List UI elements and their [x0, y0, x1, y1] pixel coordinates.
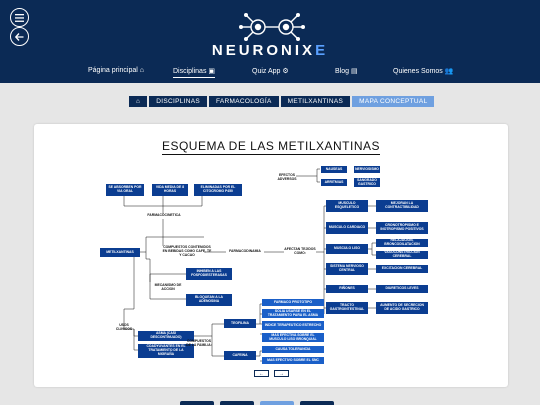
- breadcrumb-current: MAPA CONCEPTUAL: [352, 96, 435, 107]
- map-node: ELIMINADAS POR EL CITOCROMO P450: [194, 184, 242, 196]
- map-label: MECANISMO DE ACCION: [154, 283, 182, 291]
- map-node: INHIBEN A LAS FOSFODIESTERASAS: [186, 268, 232, 280]
- map-node: MEJORAN LA CONTRACTIBILIDAD: [376, 200, 428, 212]
- page-title: ESQUEMA DE LAS METILXANTINAS: [161, 139, 381, 155]
- bottom-tabs: [180, 401, 334, 405]
- concept-map-card: ESQUEMA DE LAS METILXANTINAS: [34, 124, 508, 387]
- brand-name[interactable]: NEURONIXE: [211, 42, 329, 59]
- neuron-logo-icon: [239, 13, 305, 41]
- map-node: CRONOTROPISMO E INOTROPISMO POSITIVOS: [376, 222, 428, 234]
- nav-quiz[interactable]: Quiz App ⚙: [252, 68, 289, 75]
- map-label: COMPUESTOS DE LA FAMILIA:: [186, 339, 212, 347]
- bottom-tab[interactable]: [300, 401, 334, 405]
- hamburger-icon: [15, 13, 24, 22]
- arrow-left-icon: [15, 32, 24, 41]
- adverse-effects-label: EFECTOS ADVERSOS: [277, 173, 297, 181]
- map-label: FARMACODINAMIA: [229, 249, 261, 253]
- map-node: MUSCULO LISO: [326, 244, 368, 254]
- map-node: AUMENTO DE SECRECION DE ACIDO GASTRICO: [376, 302, 428, 314]
- map-node: MUSCULO CARDIACO: [326, 222, 368, 234]
- map-node: NAUSEAS: [321, 166, 347, 173]
- map-node: RIÑONES: [326, 285, 368, 293]
- map-label: FARMACOCINETICA: [147, 213, 181, 217]
- map-node: VASOCONSTRICCION CEREBRAL: [376, 250, 428, 259]
- bottom-tab[interactable]: [220, 401, 254, 405]
- map-node: SANGRADO GASTRICO: [354, 178, 380, 187]
- users-icon: 👥: [444, 68, 454, 75]
- map-node: BLOQUEAN A LA ADENOSINA: [186, 294, 232, 306]
- map-node: FARMACO PROTOTIPO: [262, 299, 324, 306]
- map-label: COMPUESTOS CONTENIDOS EN BEBIDAS COMO CA…: [162, 245, 212, 257]
- map-node: RELAJACION, BRONCODILATACION: [376, 238, 428, 247]
- gear-icon: ⚙: [282, 68, 289, 75]
- main-nav: Página principal ⌂ Disciplinas ▣ Quiz Ap…: [0, 67, 540, 81]
- next-button[interactable]: →: [274, 370, 289, 377]
- breadcrumb: ⌂ DISCIPLINAS FARMACOLOGÍA METILXANTINAS…: [129, 96, 435, 107]
- nav-about[interactable]: Quienes Somos 👥: [393, 68, 454, 75]
- concept-map-connectors: [123, 168, 376, 362]
- map-node: MAS EFECTIVO SOBRE EL SNC: [262, 357, 324, 364]
- map-node: CAFEINA: [224, 351, 256, 360]
- map-node: SISTEMA NERVIOSO CENTRAL: [326, 263, 368, 275]
- book-icon: ▣: [208, 68, 216, 75]
- map-node: ASMA (CASI DESCONTINUADO): [138, 331, 194, 341]
- site-header: NEURONIXE Página principal ⌂ Disciplinas…: [0, 0, 540, 83]
- map-node: NERVIOSISMO: [354, 166, 380, 173]
- home-icon: ⌂: [136, 98, 141, 105]
- nav-home[interactable]: Página principal ⌂: [88, 67, 144, 74]
- menu-button[interactable]: [10, 8, 29, 27]
- back-button[interactable]: [10, 27, 29, 46]
- map-node: INDICE TERAPEUTICO ESTRECHO: [262, 321, 324, 330]
- map-node: MAS EFECTIVA SOBRE EL MUSCULO LISO BRONQ…: [262, 333, 324, 342]
- newspaper-icon: ▤: [350, 68, 358, 75]
- map-node: SOLIA USARSE EN EL TRATAMIENTO PARA EL A…: [262, 309, 324, 318]
- prev-button[interactable]: ←: [254, 370, 269, 377]
- bottom-tab[interactable]: [260, 401, 294, 405]
- map-label: USOS CLINICOS: [115, 323, 133, 331]
- home-icon: ⌂: [139, 67, 144, 74]
- nav-blog[interactable]: Blog ▤: [335, 68, 358, 75]
- map-node: TEOFILINA: [224, 319, 256, 328]
- map-node: SE ABSORBEN POR VIA ORAL: [106, 184, 144, 196]
- map-label: AFECTAN TEJIDOS COMO:: [284, 247, 316, 255]
- map-node: DIURETICOS LEVES: [376, 285, 428, 293]
- map-node: MUSCULO ESQUELETICO: [326, 200, 368, 212]
- map-node: VIDA MEDIA DE 8 HORAS: [152, 184, 188, 196]
- breadcrumb-home[interactable]: ⌂: [129, 96, 148, 107]
- nav-disciplines[interactable]: Disciplinas ▣: [173, 67, 216, 78]
- map-node: EXCITACION CEREBRAL: [376, 265, 428, 273]
- breadcrumb-item[interactable]: METILXANTINAS: [280, 96, 351, 107]
- breadcrumb-item[interactable]: FARMACOLOGÍA: [209, 96, 279, 107]
- bottom-tab[interactable]: [180, 401, 214, 405]
- map-root-node: METILXANTINAS: [100, 248, 140, 257]
- breadcrumb-item[interactable]: DISCIPLINAS: [149, 96, 207, 107]
- map-node: COADYUVANTES EN EL TRATAMIENTO DE LA MIG…: [138, 344, 194, 358]
- map-node: ARRITMIAS: [321, 179, 347, 186]
- map-node: TRACTO GASTROINTESTINAL: [326, 302, 368, 314]
- map-node: CAUSA TOLERANCIA: [262, 346, 324, 353]
